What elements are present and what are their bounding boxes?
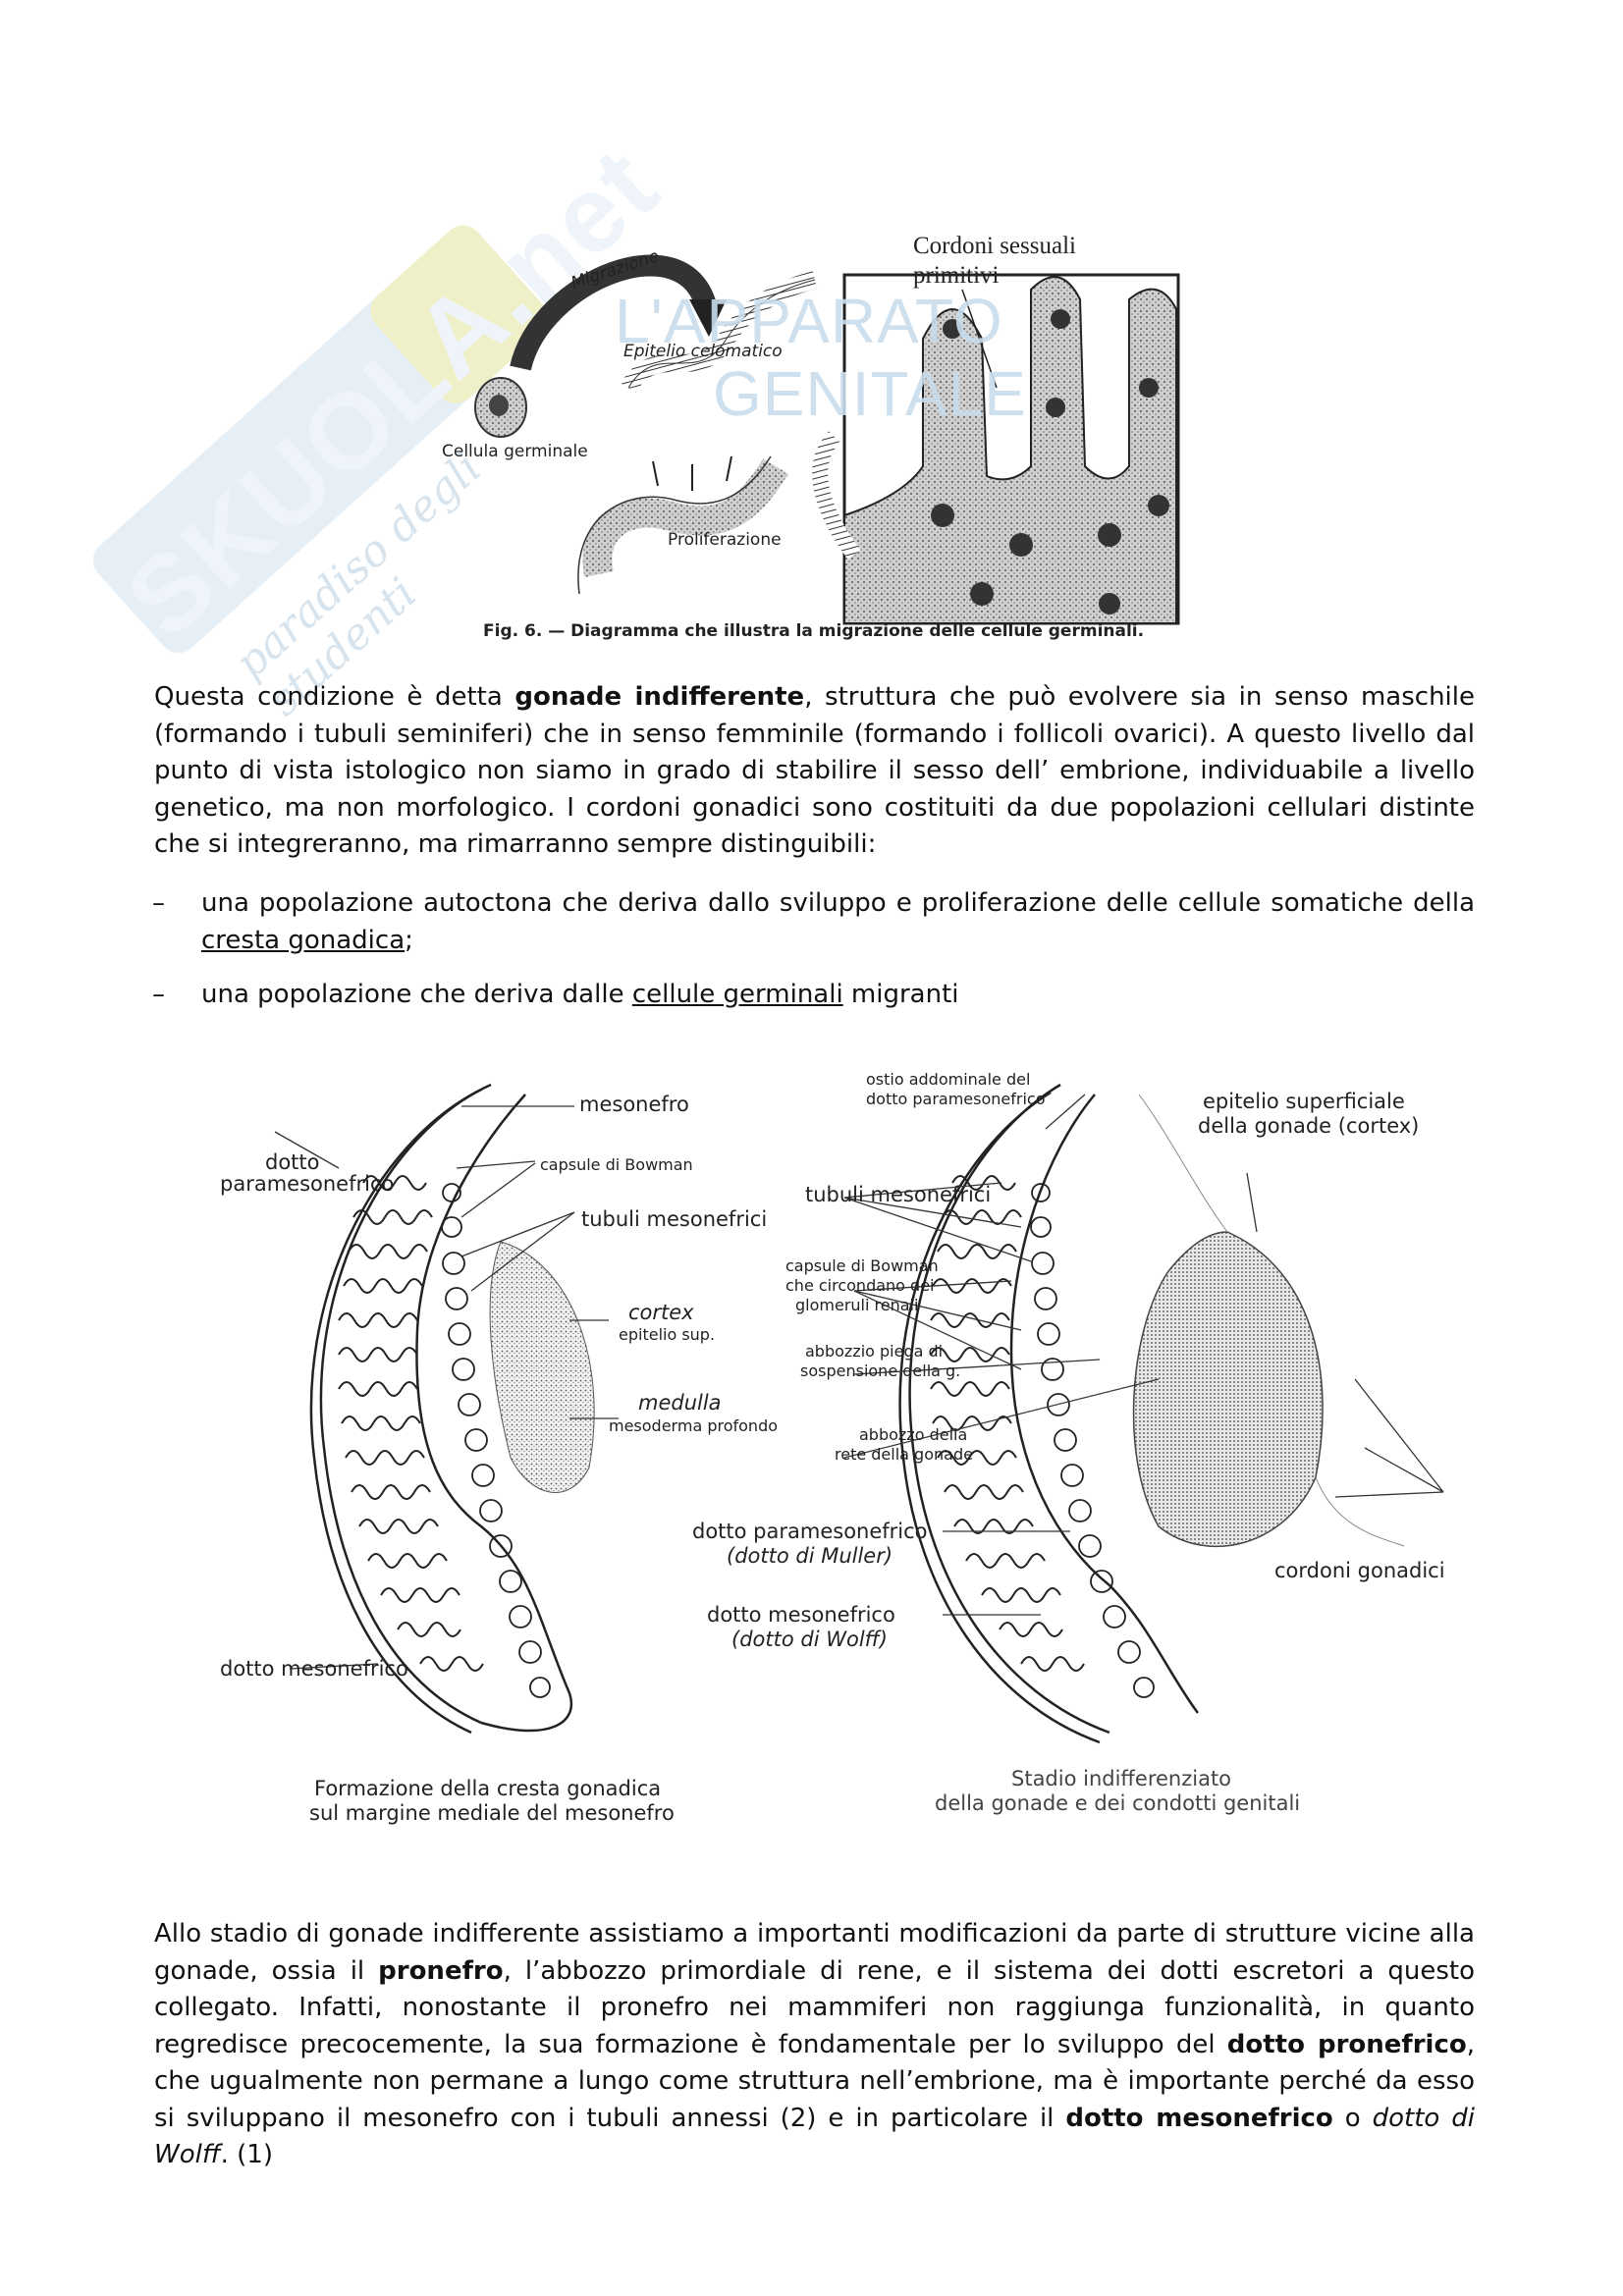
label-dotto-mesonefrico-left: dotto mesonefrico (220, 1657, 408, 1681)
label-tubuli-mesonefrici-right: tubuli mesonefrici (805, 1183, 991, 1206)
label-capsule-line3: glomeruli renali (795, 1296, 918, 1314)
bullet-2-text-2: migranti (843, 980, 959, 1009)
label-dotto-mesonefrico-right: dotto mesonefrico (707, 1603, 895, 1627)
paragraph-pronefro: Allo stadio di gonade indifferente assis… (154, 1916, 1475, 2174)
label-dotto-wolff: (dotto di Wolff) (731, 1628, 888, 1651)
label-cortex: cortex (628, 1301, 694, 1324)
label-capsule-line1: capsule di Bowman (785, 1256, 939, 1275)
bullet-item-1: – una popolazione autoctona che deriva d… (201, 885, 1475, 959)
label-paramesonefrico: paramesonefrico (220, 1172, 394, 1196)
bullet-2-underline-cellule-germinali: cellule germinali (632, 980, 843, 1009)
bullet-2-text-1: una popolazione che deriva dalle (201, 980, 632, 1009)
label-primitivi: primitivi (913, 262, 1000, 290)
label-rete-line2: rete della gonade (835, 1445, 973, 1464)
paragraph-gonade-indifferente: Questa condizione è detta gonade indiffe… (154, 679, 1475, 864)
para2-bold-dotto-mesonefrico: dotto mesonefrico (1065, 2104, 1332, 2133)
figure-6-caption: Fig. 6. — Diagramma che illustra la migr… (483, 621, 1144, 641)
label-ostio-line2: dotto paramesonefrico (866, 1090, 1046, 1108)
para2-text-5: . (1) (221, 2140, 273, 2169)
label-epitelio-superficiale-line1: epitelio superficiale (1203, 1090, 1405, 1113)
figure-6: Migrazione Epitelio celomatico Cellula g… (432, 221, 1188, 653)
label-dotto-muller: (dotto di Muller) (727, 1544, 893, 1568)
para2-text-4: o (1333, 2104, 1373, 2133)
label-epitelio-sup: epitelio sup. (619, 1325, 715, 1344)
label-dotto-paramesonefrico-right: dotto paramesonefrico (692, 1520, 928, 1543)
label-mesonefro: mesonefro (579, 1093, 689, 1116)
figure-mesonefro-drawing (157, 1036, 1512, 1850)
caption-right-line2: della gonade e dei condotti genitali (935, 1791, 1300, 1815)
label-capsule-bowman-left: capsule di Bowman (540, 1155, 693, 1174)
bullet-item-2: – una popolazione che deriva dalle cellu… (201, 977, 1475, 1014)
label-medulla: medulla (638, 1391, 722, 1415)
label-piega-line2: sospensione della g. (800, 1362, 960, 1380)
label-tubuli-mesonefrici-left: tubuli mesonefrici (581, 1207, 767, 1231)
label-ostio-line1: ostio addominale del (866, 1070, 1030, 1089)
label-rete-line1: abbozzo della (859, 1425, 967, 1444)
para2-bold-dotto-pronefrico: dotto pronefrico (1227, 2030, 1467, 2059)
label-dotto: dotto (265, 1150, 320, 1174)
bullet-1-text-1: una popolazione autoctona che deriva dal… (201, 888, 1475, 918)
para1-text-1: Questa condizione è detta (154, 682, 514, 712)
para2-bold-pronefro: pronefro (378, 1956, 503, 1986)
bullet-1-text-2: ; (405, 926, 413, 955)
label-cordoni-gonadici: cordoni gonadici (1274, 1559, 1445, 1582)
caption-left-line1: Formazione della cresta gonadica (314, 1777, 661, 1800)
label-epitelio-superficiale-line2: della gonade (cortex) (1198, 1114, 1419, 1138)
label-capsule-line2: che circondano dei (785, 1276, 934, 1295)
bullet-1-underline-cresta-gonadica: cresta gonadica (201, 926, 405, 955)
figure-6-drawing (432, 221, 1188, 653)
label-epitelio-celomatico: Epitelio celomatico (623, 342, 783, 361)
label-piega-line1: abbozzio piega di (805, 1342, 943, 1361)
label-proliferazione: Proliferazione (668, 530, 782, 550)
caption-left-line2: sul margine mediale del mesonefro (309, 1801, 675, 1825)
figure-mesonefro: mesonefro dotto paramesonefrico capsule … (157, 1036, 1512, 1850)
para1-bold-gonade-indifferente: gonade indifferente (514, 682, 804, 712)
label-cellula-germinale: Cellula germinale (442, 442, 588, 461)
caption-right-line1: Stadio indifferenziato (1011, 1767, 1231, 1790)
label-cordoni-sessuali: Cordoni sessuali (913, 233, 1076, 260)
bullet-dash-1: – (152, 885, 165, 923)
bullet-dash-2: – (152, 977, 165, 1014)
label-mesoderma-profondo: mesoderma profondo (609, 1416, 778, 1435)
